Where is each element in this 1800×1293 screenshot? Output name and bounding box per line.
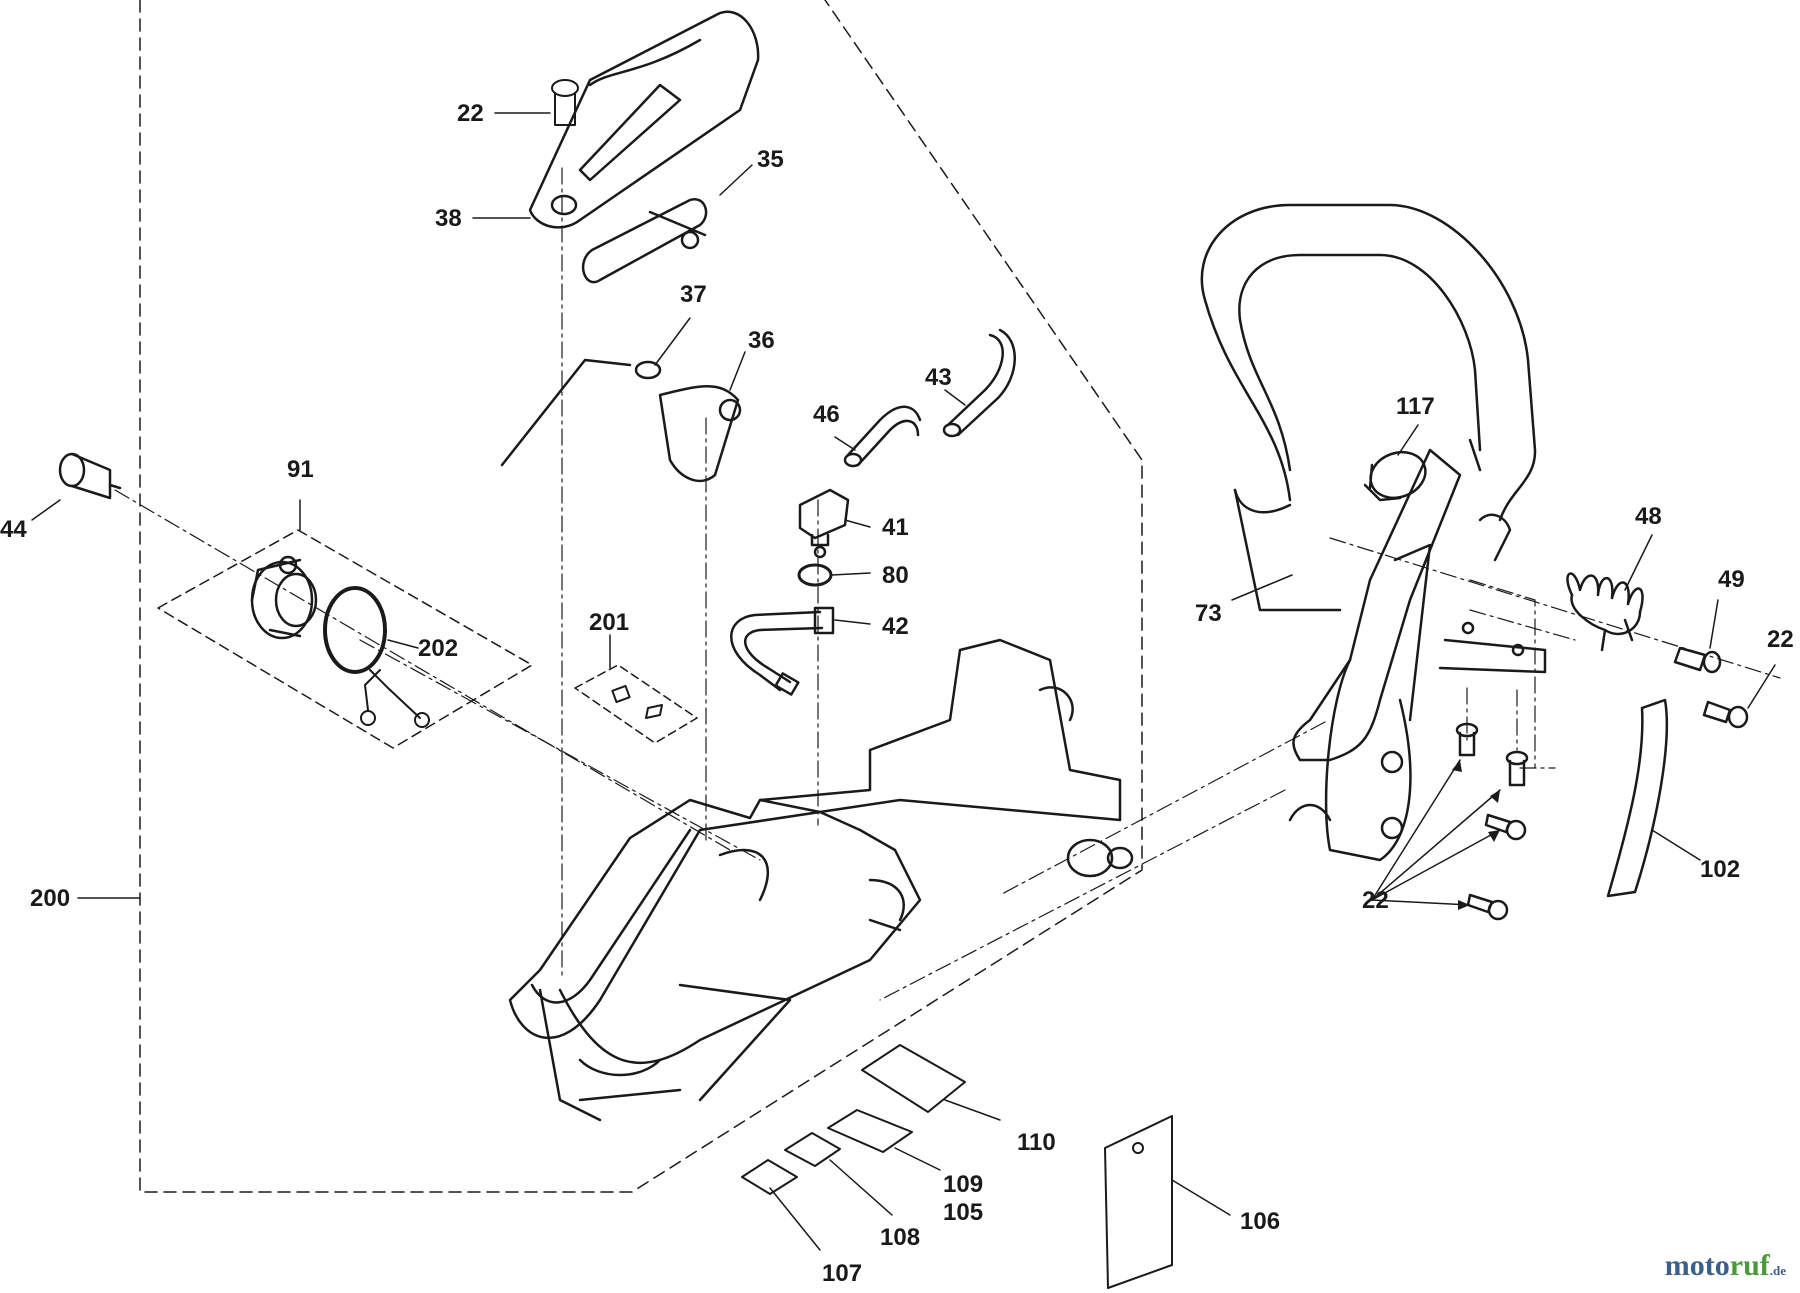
label-110: 110 [1017, 1129, 1056, 1156]
part-labels: 22 38 35 37 36 43 46 41 80 42 201 91 202… [0, 100, 1794, 1287]
label-107 [741, 1159, 798, 1195]
label-41: 41 [882, 514, 909, 541]
label-73: 73 [1195, 600, 1222, 627]
label-37: 37 [680, 281, 707, 308]
fuel-cap-91-box [157, 529, 533, 749]
label-106: 106 [1240, 1208, 1280, 1235]
part-201-box [574, 664, 698, 744]
label-107: 107 [822, 1260, 862, 1287]
lever-36 [658, 385, 742, 482]
label-42: 42 [882, 613, 909, 640]
handle-grip-38 [528, 10, 760, 229]
label-38: 38 [435, 205, 462, 232]
watermark-part3: .de [1769, 1263, 1786, 1278]
label-117: 117 [1396, 393, 1435, 420]
screw-22-right [1702, 700, 1749, 729]
label-202: 202 [418, 635, 458, 662]
label-110 [861, 1044, 966, 1113]
spring-48 [1566, 572, 1644, 652]
label-46: 46 [813, 401, 840, 428]
label-201: 201 [589, 609, 629, 636]
label-105: 105 [943, 1199, 983, 1226]
label-44: 44 [0, 516, 27, 543]
front-handle-73 [1200, 203, 1547, 862]
label-200: 200 [30, 885, 70, 912]
valve-41 [798, 488, 850, 559]
watermark-part2: ruf [1729, 1249, 1770, 1282]
watermark-part1: moto [1664, 1249, 1730, 1282]
label-80: 80 [882, 562, 909, 589]
screw-22-top [551, 79, 579, 126]
label-106 [1104, 1115, 1173, 1289]
label-22-right: 22 [1767, 626, 1794, 653]
label-43: 43 [925, 364, 952, 391]
label-36: 36 [748, 327, 775, 354]
label-108 [784, 1132, 841, 1167]
assembly-200-outline [139, 0, 1143, 1193]
parts-201 [611, 684, 663, 719]
label-49: 49 [1718, 566, 1745, 593]
arrowheads-22 [1452, 760, 1500, 910]
cap-44 [58, 452, 122, 500]
screws-22-group [1455, 722, 1529, 921]
fuel-cap-91 [250, 555, 318, 640]
label-108: 108 [880, 1224, 920, 1251]
spring-37 [500, 358, 662, 467]
label-91: 91 [287, 456, 314, 483]
retainer-202 [360, 669, 430, 728]
fuel-hose-43 [942, 328, 1016, 438]
label-35: 35 [757, 146, 784, 173]
label-109: 109 [943, 1171, 983, 1198]
label-22-bottom: 22 [1362, 887, 1389, 914]
strip-102 [1606, 698, 1669, 898]
fuel-hose-46 [843, 405, 922, 468]
label-102: 102 [1700, 856, 1740, 883]
o-ring-202 [323, 586, 387, 674]
center-lines [114, 167, 1781, 1001]
label-22-top: 22 [457, 100, 484, 127]
throttle-lever-35 [581, 197, 708, 284]
housing-body [508, 638, 1134, 1122]
watermark-logo: motoruf.de [1665, 1249, 1786, 1283]
fuel-hose-42 [730, 606, 835, 696]
label-109 [827, 1109, 913, 1153]
label-48: 48 [1635, 503, 1662, 530]
o-ring-80 [797, 563, 833, 587]
screw-49 [1673, 646, 1722, 674]
grommet-117 [1363, 450, 1427, 502]
leader-lines [31, 112, 1776, 1251]
